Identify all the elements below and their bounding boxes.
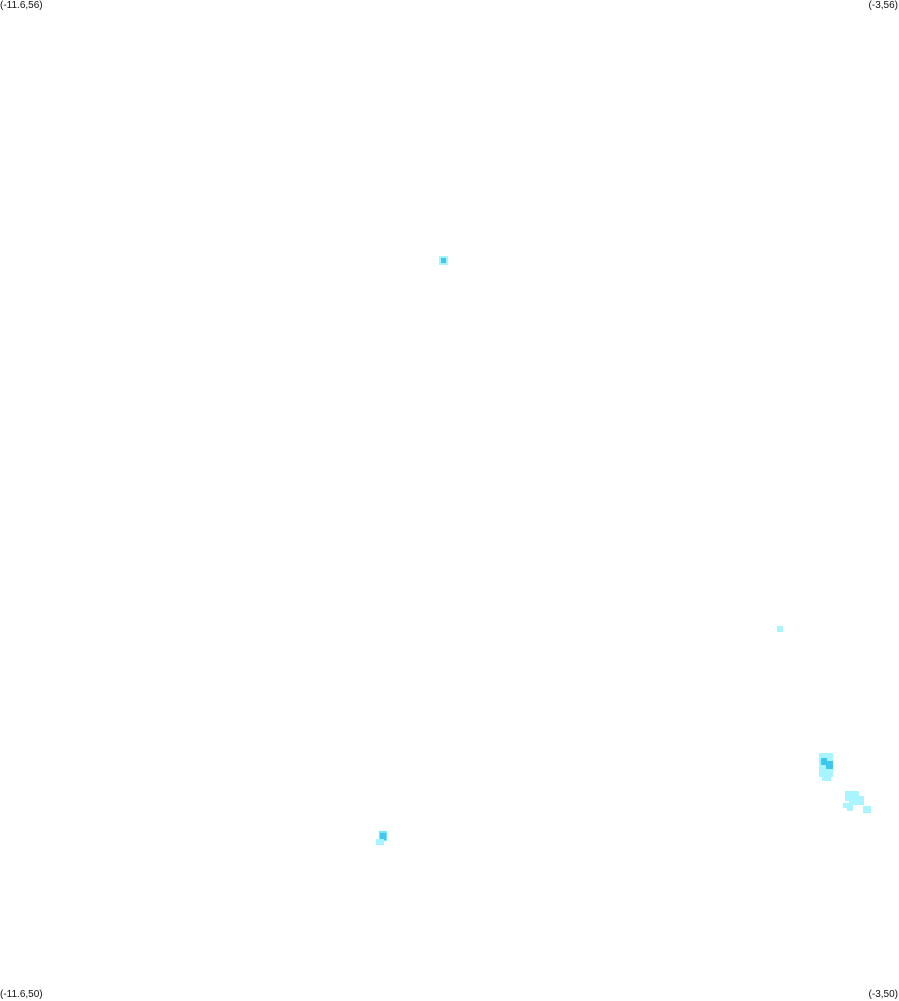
data-cell	[380, 833, 386, 840]
corner-label-top-left: (-11.6,56)	[0, 0, 43, 11]
corner-label-bottom-right: (-3,50)	[868, 989, 898, 1000]
data-cell	[777, 626, 783, 632]
data-cell	[826, 761, 833, 769]
corner-label-bottom-left: (-11.6,50)	[0, 989, 43, 1000]
data-cluster	[819, 753, 833, 781]
data-cluster	[439, 256, 448, 265]
data-cell	[376, 839, 384, 845]
corner-label-top-right: (-3,56)	[868, 0, 898, 11]
data-cell	[843, 803, 849, 808]
data-cluster	[843, 791, 871, 813]
data-cell	[847, 805, 853, 811]
data-cluster	[376, 831, 387, 845]
data-cell	[849, 796, 864, 805]
data-cell	[441, 258, 446, 263]
data-cell	[822, 775, 831, 781]
data-cell	[821, 758, 827, 765]
data-cell	[863, 806, 871, 813]
data-cluster	[777, 626, 783, 632]
